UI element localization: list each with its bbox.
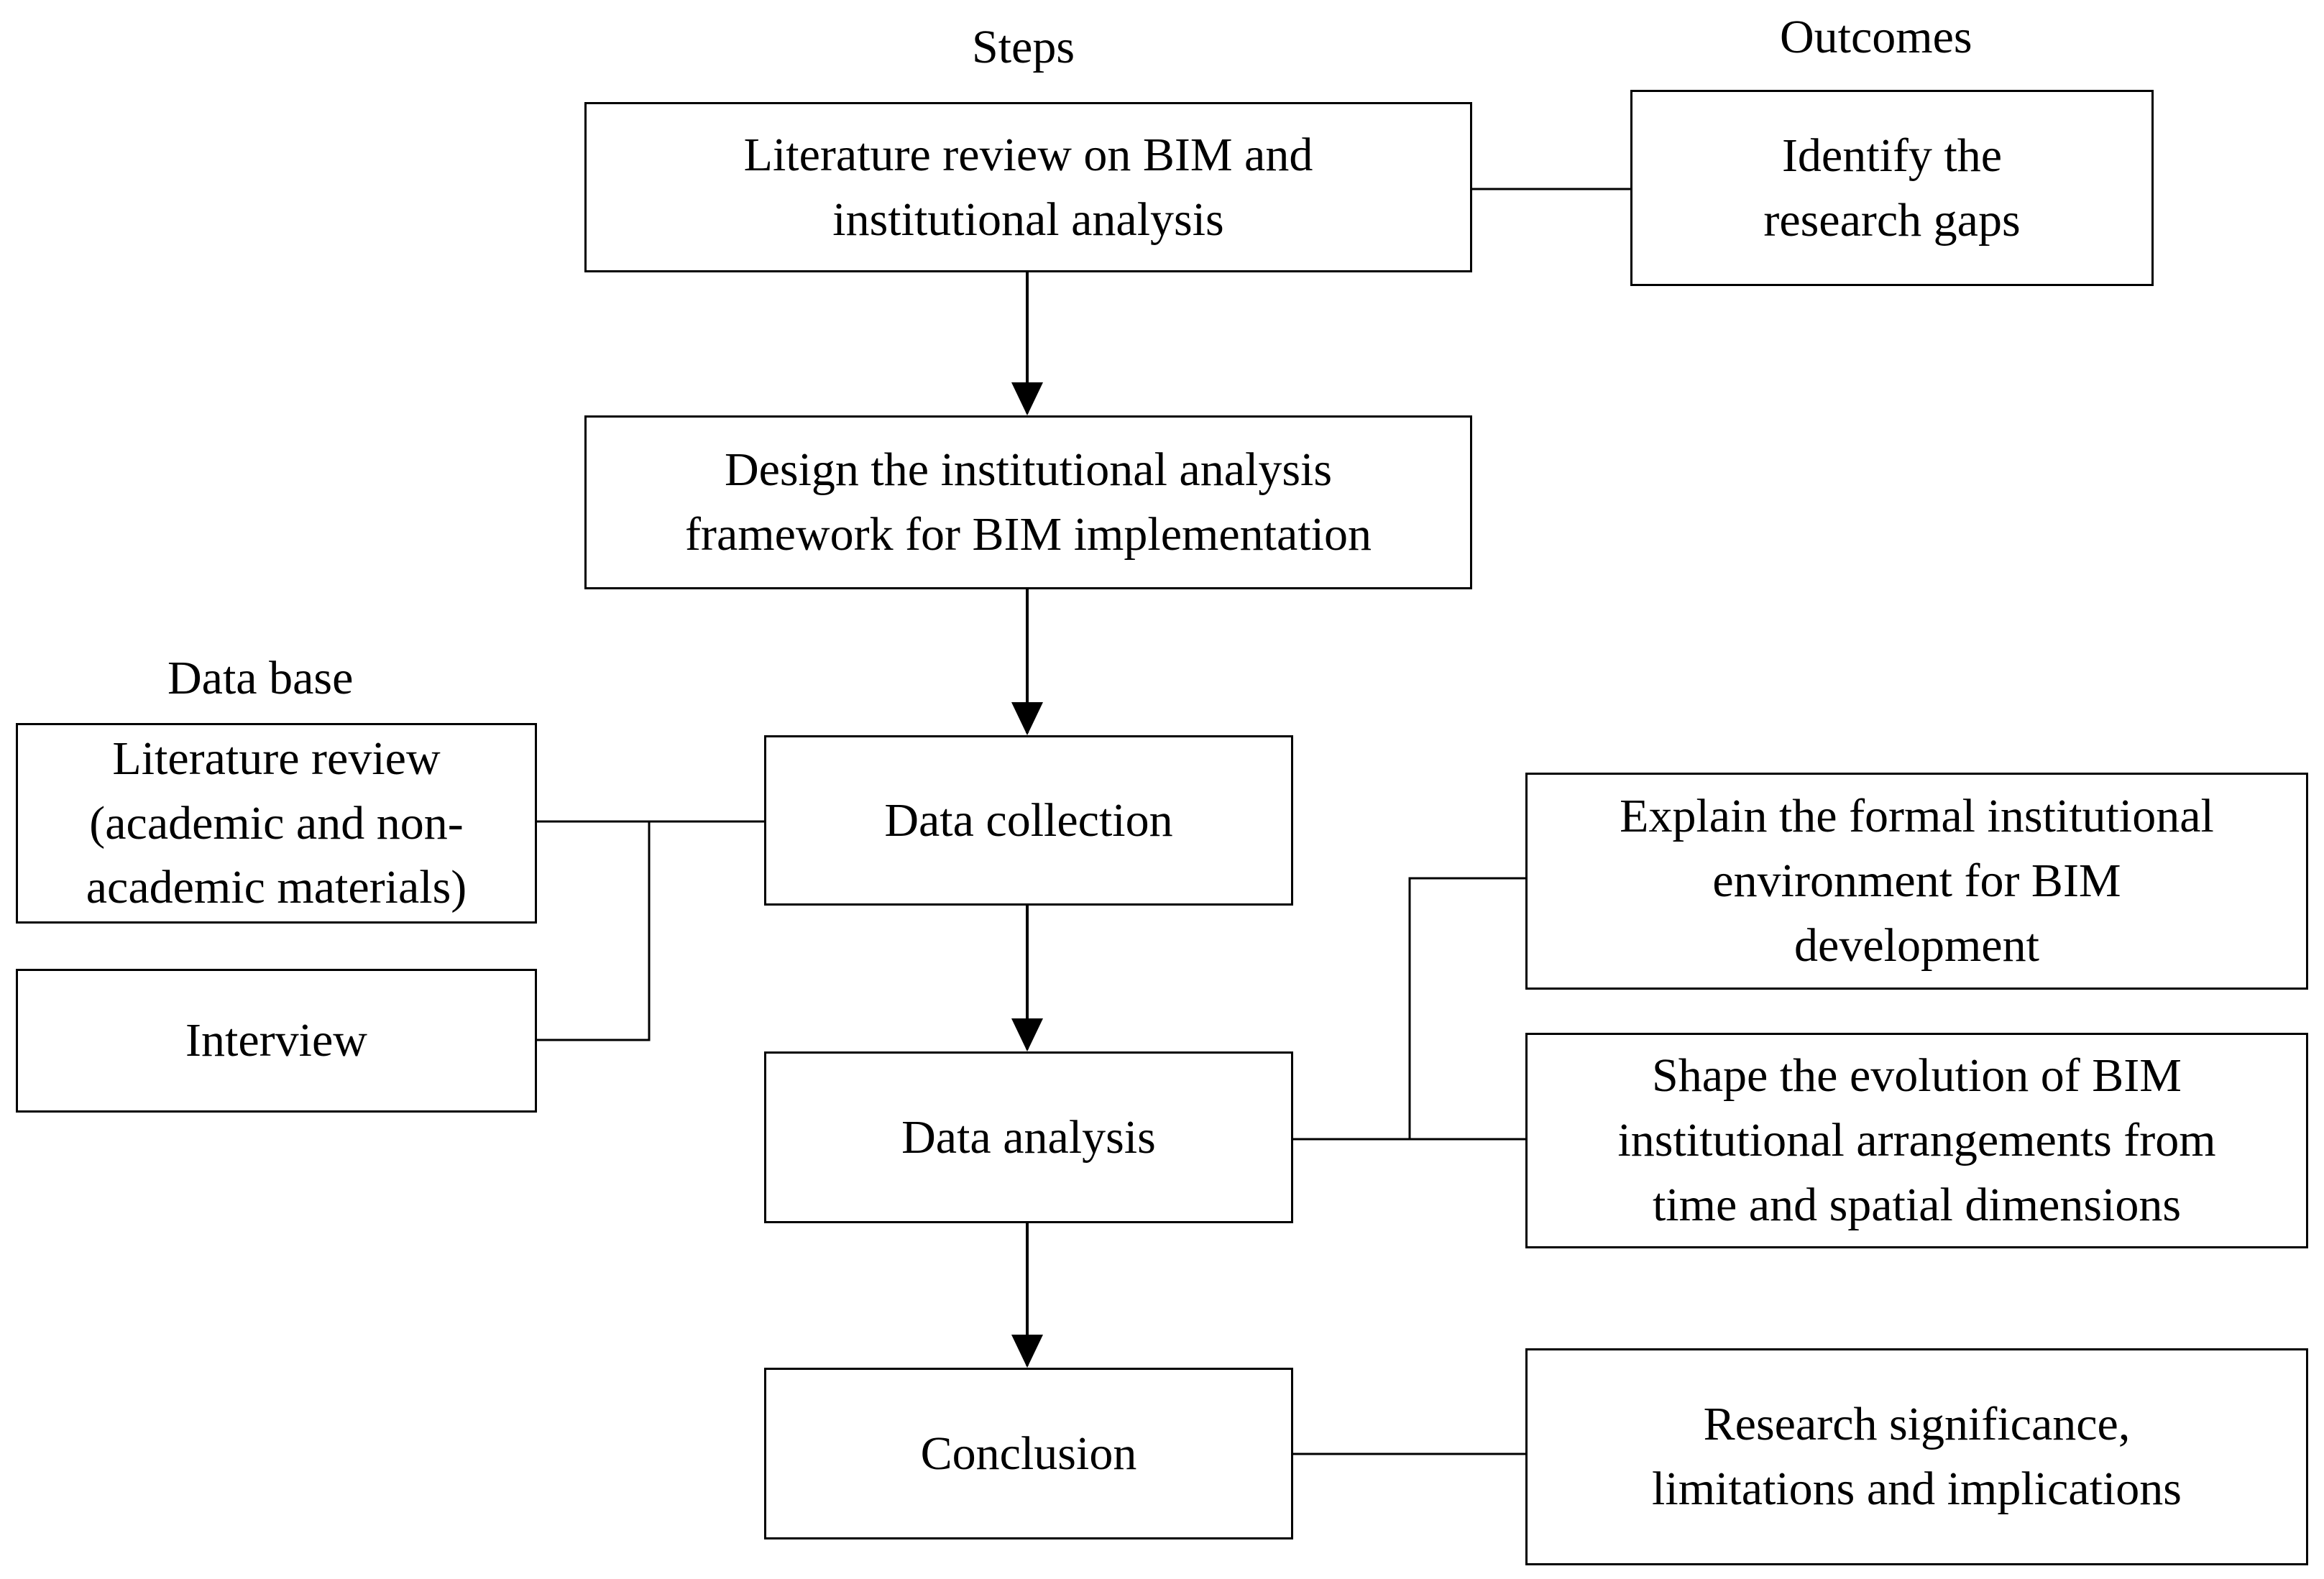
outcome-evolution-label: Shape the evolution of BIM institutional…	[1617, 1049, 2216, 1231]
step-data-analysis-box: Data analysis	[764, 1051, 1293, 1223]
outcome-research-gaps-label: Identify the research gaps	[1763, 129, 2021, 247]
step-literature-review-box: Literature review on BIM and institution…	[584, 102, 1472, 272]
arrowhead-3	[1011, 1018, 1043, 1051]
step-data-analysis-label: Data analysis	[901, 1110, 1156, 1164]
outcome-significance-box: Research significance, limitations and i…	[1525, 1348, 2308, 1565]
outcome-formal-environment-label: Explain the formal institutional environ…	[1620, 790, 2214, 972]
step-design-framework-box: Design the institutional analysis framew…	[584, 415, 1472, 589]
step-conclusion-box: Conclusion	[764, 1368, 1293, 1539]
outcome-formal-environment-box: Explain the formal institutional environ…	[1525, 773, 2308, 990]
database-literature-box: Literature review (academic and non- aca…	[16, 723, 537, 924]
steps-heading: Steps	[972, 21, 1075, 73]
arrowhead-4	[1011, 1335, 1043, 1368]
database-interview-box: Interview	[16, 969, 537, 1113]
outcome-significance-label: Research significance, limitations and i…	[1652, 1398, 2182, 1515]
data-base-heading: Data base	[167, 652, 354, 704]
outcome-evolution-box: Shape the evolution of BIM institutional…	[1525, 1033, 2308, 1248]
arrowhead-1	[1011, 382, 1043, 415]
step-conclusion-label: Conclusion	[920, 1427, 1137, 1480]
outcomes-heading: Outcomes	[1780, 11, 1972, 63]
outcome-research-gaps-box: Identify the research gaps	[1630, 90, 2154, 286]
step-literature-review-label: Literature review on BIM and institution…	[743, 128, 1313, 246]
link-interview-collection	[537, 821, 651, 1041]
step-data-collection-box: Data collection	[764, 735, 1293, 906]
link-analysis-formal	[1408, 877, 1525, 1139]
step-data-collection-label: Data collection	[884, 793, 1173, 847]
database-literature-label: Literature review (academic and non- aca…	[86, 732, 467, 914]
step-design-framework-label: Design the institutional analysis framew…	[685, 443, 1372, 561]
database-interview-label: Interview	[185, 1014, 367, 1067]
arrowhead-2	[1011, 702, 1043, 735]
